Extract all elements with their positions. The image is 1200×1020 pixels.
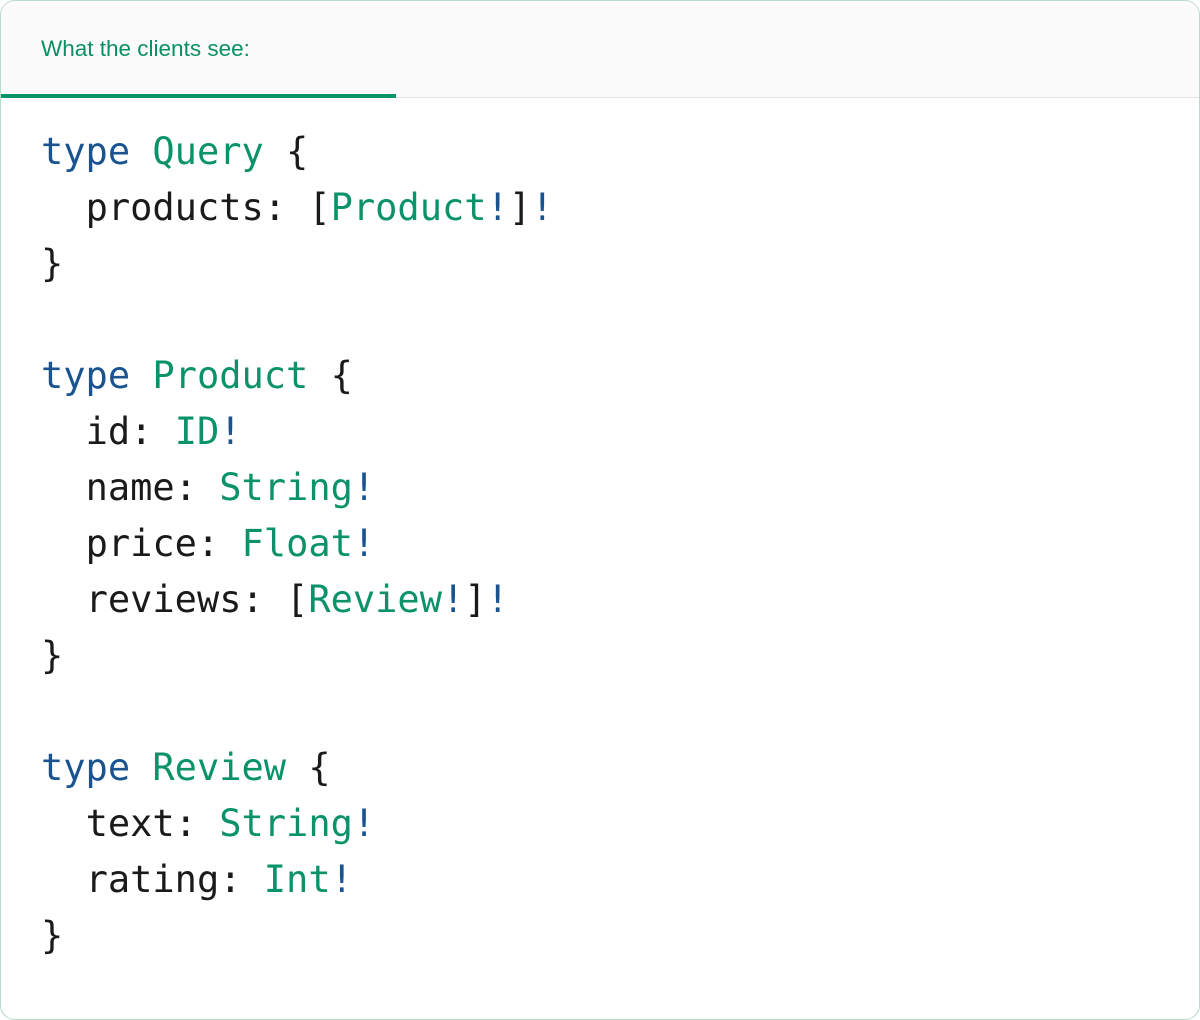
code-token-bang: !: [486, 186, 509, 229]
code-token-punctuation: : [: [263, 186, 331, 229]
code-token-punctuation: [41, 466, 86, 509]
tab-bar: What the clients see:: [1, 1, 1199, 98]
code-line: type Review {: [41, 740, 1199, 796]
code-token-field-name: id: [85, 410, 131, 453]
code-token-type-name: Product: [152, 354, 309, 397]
code-token-punctuation: [130, 354, 152, 397]
code-token-punctuation: {: [308, 354, 353, 397]
code-line: reviews: [Review!]!: [41, 572, 1199, 628]
code-token-type-name: ID: [174, 410, 220, 453]
code-token-bang: !: [219, 410, 242, 453]
code-token-punctuation: {: [263, 130, 309, 173]
code-line: type Query {: [41, 124, 1199, 180]
code-token-punctuation: [41, 578, 86, 621]
code-token-type-name: Query: [152, 130, 264, 173]
code-token-punctuation: :: [174, 802, 220, 845]
code-token-punctuation: : [: [241, 578, 309, 621]
code-token-punctuation: [41, 522, 86, 565]
code-line: id: ID!: [41, 404, 1199, 460]
code-line: [41, 292, 1199, 348]
code-token-type-name: Product: [330, 186, 487, 229]
code-line: }: [41, 236, 1199, 292]
code-token-punctuation: :: [174, 466, 220, 509]
tab-what-the-clients-see[interactable]: What the clients see:: [1, 1, 396, 98]
code-token-bang: !: [330, 858, 353, 901]
code-token-type-name: Review: [152, 746, 287, 789]
code-line: products: [Product!]!: [41, 180, 1199, 236]
code-token-punctuation: [41, 410, 86, 453]
code-area: type Query { products: [Product!]!} type…: [1, 98, 1199, 964]
code-token-field-name: rating: [85, 858, 220, 901]
code-token-field-name: reviews: [85, 578, 242, 621]
code-token-punctuation: [41, 186, 86, 229]
code-token-type-name: Float: [241, 522, 353, 565]
code-token-type-name: String: [219, 802, 353, 845]
code-token-bang: !: [352, 802, 376, 845]
code-token-bang: !: [486, 578, 509, 621]
graphql-schema-code: type Query { products: [Product!]!} type…: [1, 124, 1199, 964]
code-token-punctuation: [41, 802, 86, 845]
code-token-punctuation: ]: [464, 578, 487, 621]
code-token-punctuation: :: [130, 410, 175, 453]
code-line: rating: Int!: [41, 852, 1199, 908]
code-token-punctuation: }: [41, 242, 64, 285]
code-token-bang: !: [441, 578, 465, 621]
code-token-punctuation: [41, 858, 86, 901]
code-token-field-name: name: [85, 466, 175, 509]
tab-label: What the clients see:: [41, 35, 250, 61]
code-token-keyword: type: [41, 130, 131, 173]
code-token-type-name: String: [219, 466, 353, 509]
code-token-type-name: Review: [308, 578, 442, 621]
code-token-punctuation: }: [41, 634, 64, 677]
code-token-punctuation: }: [41, 914, 64, 957]
code-token-punctuation: [130, 130, 152, 173]
code-token-keyword: type: [41, 746, 131, 789]
code-line: name: String!: [41, 460, 1199, 516]
code-token-type-name: Int: [263, 858, 331, 901]
code-token-field-name: price: [85, 522, 197, 565]
code-line: }: [41, 628, 1199, 684]
code-token-field-name: products: [85, 186, 264, 229]
code-line: price: Float!: [41, 516, 1199, 572]
code-token-punctuation: [130, 746, 152, 789]
code-token-bang: !: [352, 522, 376, 565]
active-tab-underline: [1, 94, 396, 98]
code-line: }: [41, 908, 1199, 964]
code-line: type Product {: [41, 348, 1199, 404]
code-token-punctuation: ]: [508, 186, 532, 229]
code-token-field-name: text: [85, 802, 175, 845]
code-token-bang: !: [352, 466, 376, 509]
code-token-bang: !: [531, 186, 554, 229]
code-token-keyword: type: [41, 354, 131, 397]
code-line: [41, 684, 1199, 740]
code-token-punctuation: :: [219, 858, 264, 901]
code-line: text: String!: [41, 796, 1199, 852]
code-token-punctuation: :: [196, 522, 242, 565]
code-token-punctuation: {: [286, 746, 331, 789]
